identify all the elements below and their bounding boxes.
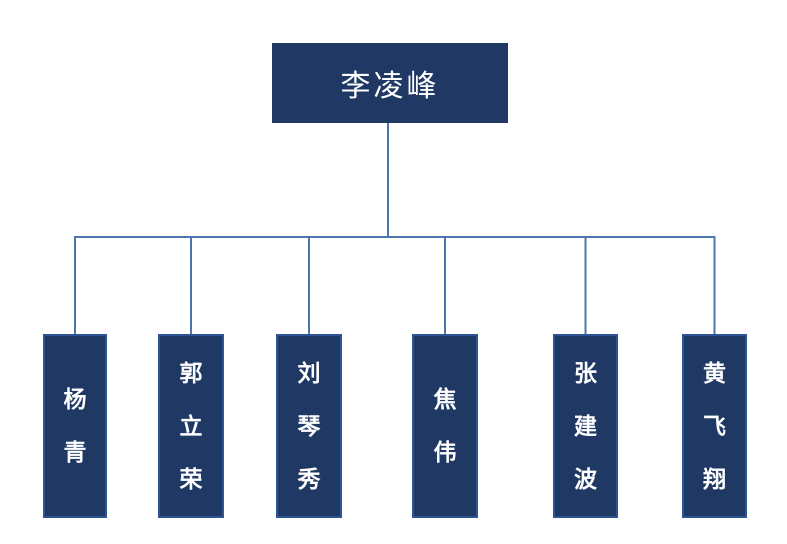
org-node-child-3-label: 刘琴秀 (297, 359, 321, 492)
org-node-child-5[interactable]: 张建波 (553, 334, 618, 518)
org-node-child-3[interactable]: 刘琴秀 (276, 334, 342, 518)
org-node-child-4[interactable]: 焦伟 (412, 334, 478, 518)
org-node-child-1-label: 杨青 (63, 386, 87, 465)
org-node-child-5-label: 张建波 (574, 359, 597, 492)
org-node-child-1[interactable]: 杨青 (43, 334, 107, 518)
org-node-child-6-label: 黄飞翔 (703, 359, 726, 492)
org-node-child-4-label: 焦伟 (433, 386, 457, 465)
org-node-child-2-label: 郭立荣 (179, 359, 203, 492)
org-node-child-6[interactable]: 黄飞翔 (682, 334, 747, 518)
org-node-root[interactable]: 李凌峰 (272, 43, 508, 123)
org-node-root-label: 李凌峰 (340, 70, 440, 103)
org-node-child-2[interactable]: 郭立荣 (158, 334, 224, 518)
